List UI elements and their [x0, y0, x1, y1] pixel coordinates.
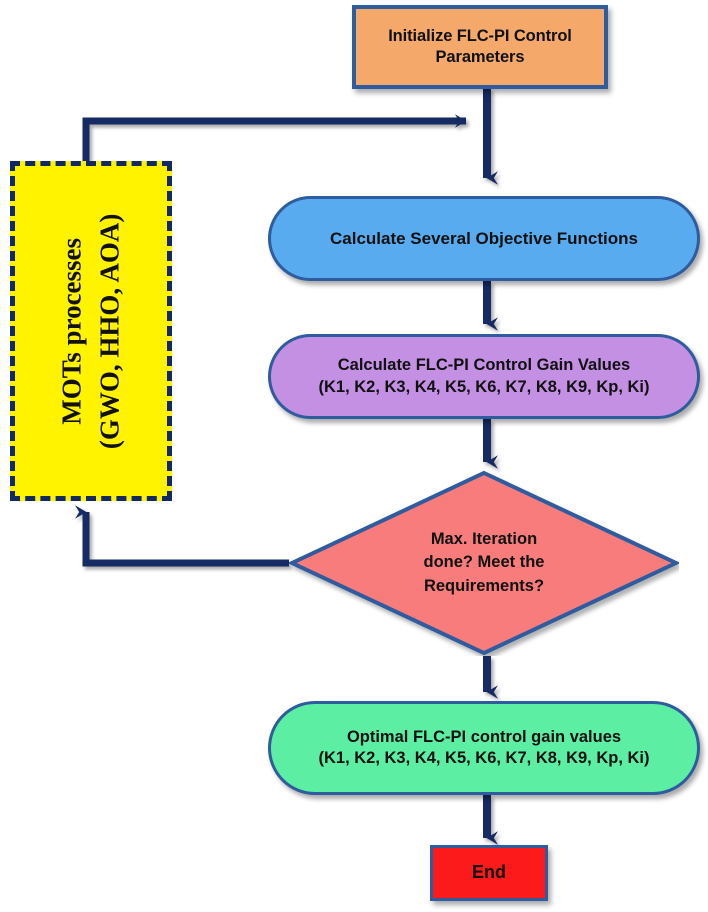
node-optimal-gain-values[interactable]: Optimal FLC-PI control gain values (K1, … — [268, 701, 700, 795]
connector-decision-to-mots — [75, 505, 289, 567]
node-optimal-gain-values-label: Optimal FLC-PI control gain values (K1, … — [319, 727, 650, 769]
node-calculate-gain-values[interactable]: Calculate FLC-PI Control Gain Values (K1… — [268, 334, 700, 419]
node-decision-line1: Max. Iteration — [430, 529, 538, 548]
node-mots-processes[interactable]: MOTs processes (GWO, HHO, AOA) — [10, 161, 172, 501]
node-decision-max-iteration-label: Max. Iteration done? Meet the Requiremen… — [423, 528, 544, 598]
node-mots-processes-label: MOTs processes (GWO, HHO, AOA) — [53, 213, 130, 449]
connector-mots-to-main-line — [82, 114, 467, 161]
node-calculate-objective-functions-label: Calculate Several Objective Functions — [329, 228, 638, 248]
node-calculate-gain-values-line1: Calculate FLC-PI Control Gain Values — [337, 356, 631, 375]
node-decision-line3: Requirements? — [423, 576, 545, 595]
node-end-label: End — [472, 862, 506, 883]
node-optimal-gain-values-line2: (K1, K2, K3, K4, K5, K6, K7, K8, K9, Kp,… — [318, 749, 650, 767]
node-initialize-parameters-line2: Parameters — [435, 48, 525, 66]
node-calculate-objective-functions[interactable]: Calculate Several Objective Functions — [268, 196, 700, 281]
node-calculate-gain-values-line2: (K1, K2, K3, K4, K5, K6, K7, K8, K9, Kp,… — [318, 377, 650, 396]
node-mots-processes-line1: MOTs processes — [56, 237, 87, 425]
node-mots-processes-line2: (GWO, HHO, AOA) — [95, 213, 125, 449]
node-calculate-gain-values-label: Calculate FLC-PI Control Gain Values (K1… — [319, 355, 650, 397]
diamond-shape — [289, 470, 679, 656]
node-optimal-gain-values-line1: Optimal FLC-PI control gain values — [346, 727, 622, 746]
node-decision-line2: done? Meet the — [423, 553, 545, 572]
node-end[interactable]: End — [430, 845, 548, 901]
node-initialize-parameters-label: Initialize FLC-PI Control Parameters — [388, 26, 572, 68]
node-initialize-parameters[interactable]: Initialize FLC-PI Control Parameters — [352, 5, 608, 89]
node-decision-max-iteration[interactable]: Max. Iteration done? Meet the Requiremen… — [289, 470, 679, 656]
node-initialize-parameters-line1: Initialize FLC-PI Control — [388, 26, 572, 45]
